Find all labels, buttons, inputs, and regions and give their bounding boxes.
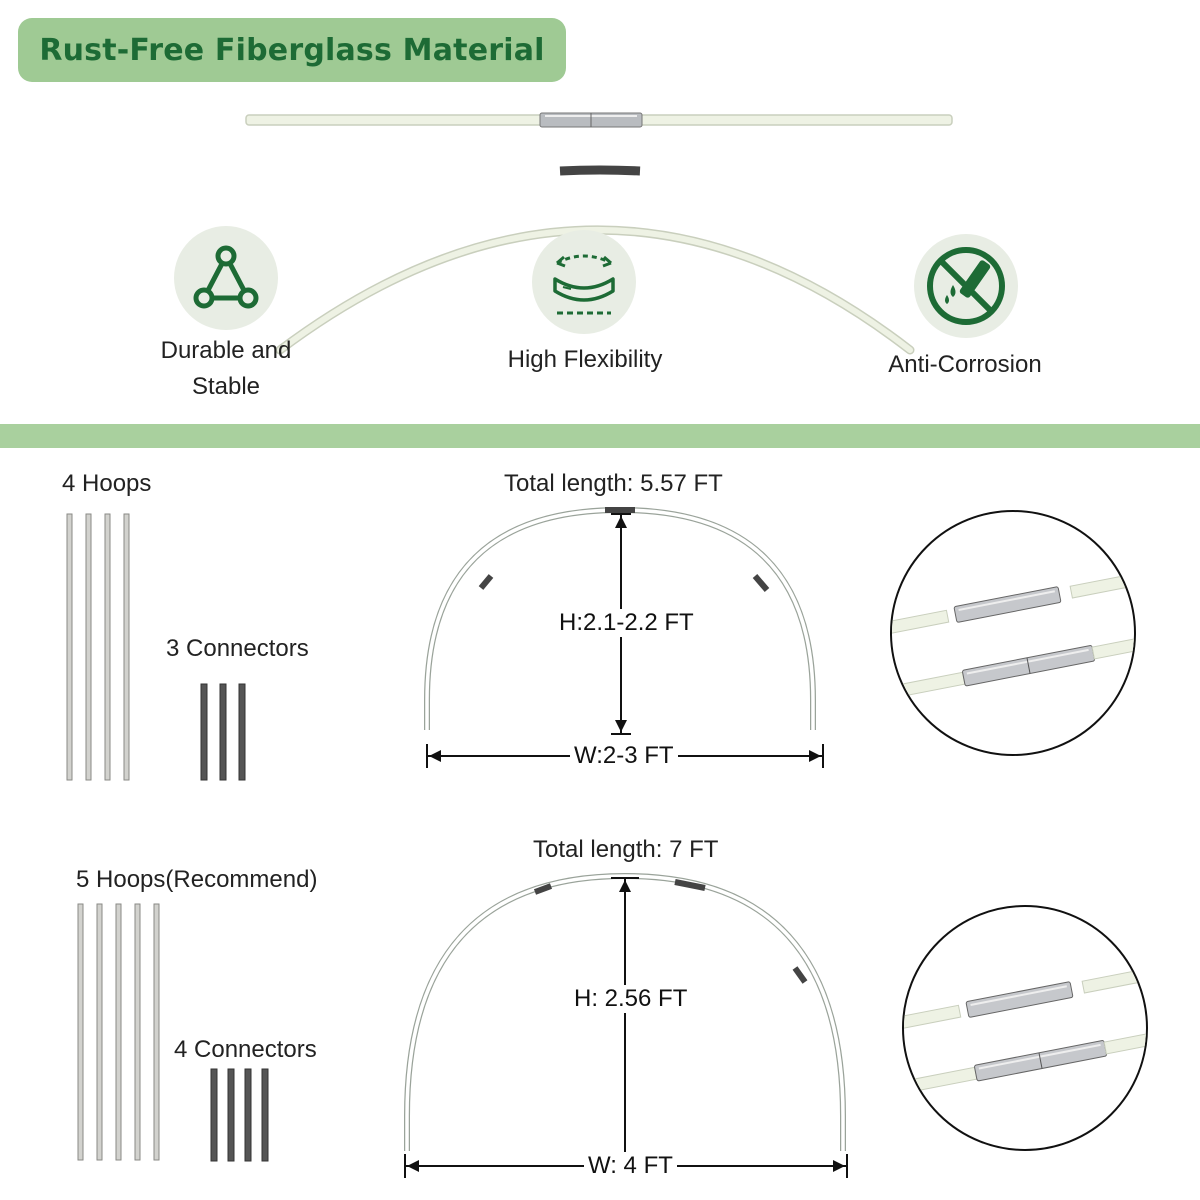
width-label-small: W:2-3 FT bbox=[570, 742, 678, 770]
hoop-diagram-large bbox=[404, 872, 848, 1178]
connectors-count-label-small: 3 Connectors bbox=[166, 635, 309, 662]
straight-rod-illustration bbox=[245, 112, 953, 128]
connector-detail-large bbox=[902, 905, 1148, 1151]
total-length-label-large: Total length: 7 FT bbox=[533, 836, 719, 863]
hoop-rods-large bbox=[77, 903, 160, 1161]
feature-durable-label: Durable and Stable bbox=[126, 333, 326, 405]
feature-flexibility-label: High Flexibility bbox=[507, 346, 663, 373]
total-length-label-small: Total length: 5.57 FT bbox=[504, 470, 723, 497]
connector-rods-small bbox=[200, 683, 246, 781]
feature-anti-corrosion-label: Anti-Corrosion bbox=[888, 351, 1042, 378]
title-banner: Rust-Free Fiberglass Material bbox=[18, 18, 566, 82]
connector-closeup-small bbox=[892, 572, 1134, 699]
page-title: Rust-Free Fiberglass Material bbox=[39, 32, 545, 68]
connector-closeup-large bbox=[904, 967, 1146, 1094]
triangle-nodes-icon bbox=[193, 245, 259, 309]
bend-arrows-icon bbox=[553, 254, 615, 315]
hoops-count-label-large: 5 Hoops(Recommend) bbox=[76, 866, 318, 893]
connector-detail-small bbox=[890, 510, 1136, 756]
no-corrosion-icon bbox=[927, 247, 1005, 325]
hoop-diagram-small bbox=[424, 506, 824, 768]
hoop-rods-small bbox=[66, 513, 130, 781]
feature-durable bbox=[174, 226, 278, 330]
bent-rod-illustration bbox=[275, 165, 915, 355]
hoops-count-label-small: 4 Hoops bbox=[62, 470, 152, 497]
feature-flexibility bbox=[532, 230, 636, 334]
feature-anti-corrosion bbox=[914, 234, 1018, 338]
feature-durable-line1: Durable and bbox=[160, 337, 292, 364]
section-divider bbox=[0, 424, 1200, 448]
feature-durable-line2: Stable bbox=[191, 373, 261, 400]
height-label-large: H: 2.56 FT bbox=[570, 985, 692, 1013]
connector-rods-large bbox=[210, 1068, 269, 1162]
connectors-count-label-large: 4 Connectors bbox=[174, 1036, 317, 1063]
width-label-large: W: 4 FT bbox=[584, 1152, 677, 1180]
height-label-small: H:2.1-2.2 FT bbox=[555, 609, 698, 637]
